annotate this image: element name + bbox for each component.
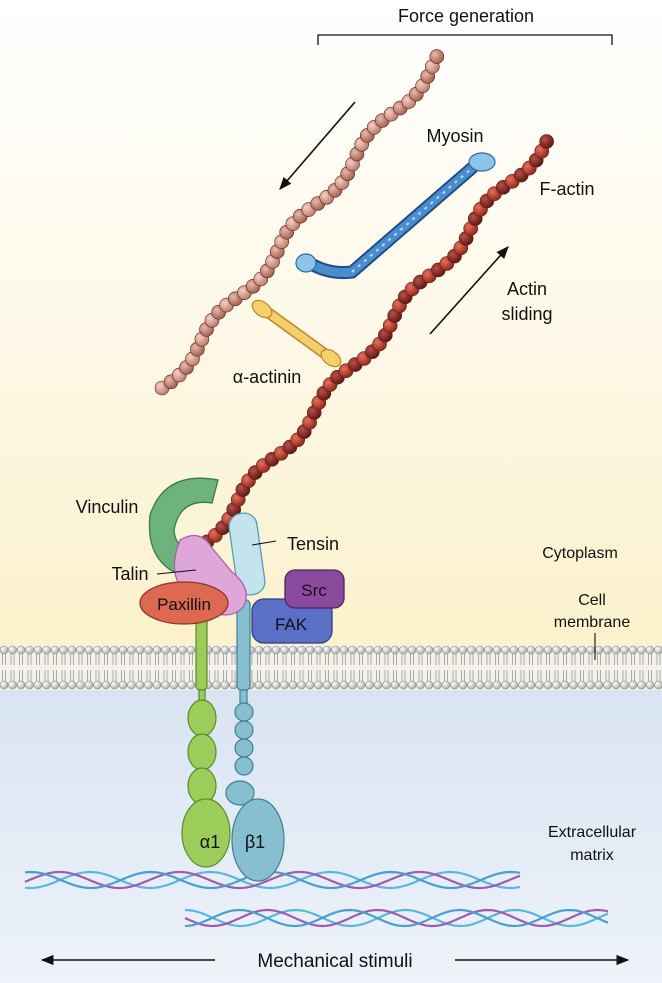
extracellular-label-line1: Extracellular	[548, 824, 637, 841]
myosin	[295, 152, 496, 279]
actin-sliding-label-line2: sliding	[501, 304, 552, 324]
extracellular-region	[0, 690, 662, 983]
fak-label: FAK	[275, 615, 308, 634]
mechanical-stimuli-label: Mechanical stimuli	[257, 951, 412, 972]
cytoplasm-label: Cytoplasm	[542, 545, 618, 562]
actin-light-monomer	[429, 49, 445, 64]
tensin	[228, 512, 266, 596]
actin-red-monomer	[539, 134, 554, 149]
integrin-alpha1	[181, 614, 231, 868]
integrin-beta1	[225, 599, 285, 882]
talin-leader	[156, 569, 197, 575]
cell-membrane-label-line2: membrane	[554, 614, 631, 631]
cytoplasm-region	[0, 0, 662, 645]
force-generation-label: Force generation	[398, 6, 534, 26]
actin-sliding-arrow-up	[429, 246, 509, 335]
actin-filament-red	[190, 134, 554, 556]
alpha-actinin-label: α-actinin	[233, 367, 301, 387]
vinculin-label: Vinculin	[76, 497, 139, 517]
actin-sliding-label-line1: Actin	[507, 279, 547, 299]
alpha1-label: α1	[200, 832, 220, 852]
tensin-leader	[251, 540, 277, 546]
vinculin	[148, 477, 219, 581]
talin-label: Talin	[111, 564, 148, 584]
paxillin	[139, 581, 229, 625]
force-generation-bracket	[317, 34, 613, 45]
force-arrow-down	[279, 101, 356, 190]
beta1-label: β1	[245, 832, 265, 852]
myosin-label: Myosin	[426, 126, 483, 146]
actin-filament-light	[154, 49, 445, 396]
cell-membrane	[0, 645, 662, 690]
src-label: Src	[301, 581, 327, 600]
extracellular-label-line2: matrix	[570, 847, 614, 864]
f-actin-label: F-actin	[539, 179, 594, 199]
alpha-actinin	[251, 299, 342, 368]
tensin-label: Tensin	[287, 534, 339, 554]
cell-membrane-label-line1: Cell	[578, 592, 606, 609]
src	[284, 569, 345, 609]
paxillin-label: Paxillin	[157, 595, 211, 614]
